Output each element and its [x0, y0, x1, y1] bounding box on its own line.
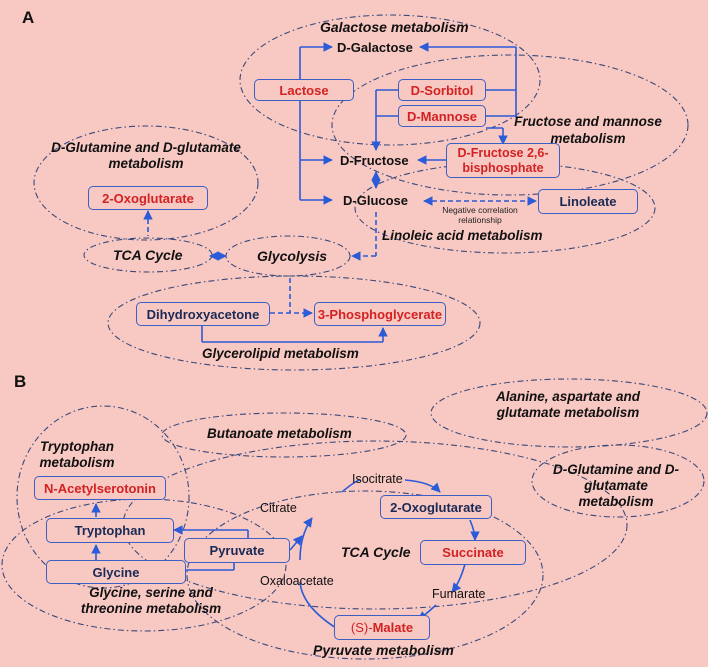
pyruvate-metabolism-ellipse [186, 490, 544, 660]
d-glutamine-metabolism-label-a: D-Glutamine and D-glutamate metabolism [51, 140, 241, 171]
malate-label: Malate [372, 620, 414, 635]
fructose-mannose-metabolism-ellipse [331, 54, 689, 196]
glycine-box: Glycine [46, 560, 186, 584]
galactose-metabolism-ellipse [239, 14, 541, 146]
alanine-metabolism-ellipse [430, 378, 708, 448]
alanine-metabolism-label: Alanine, aspartate and glutamate metabol… [495, 389, 641, 420]
d-glutamine-metabolism-ellipse-a [33, 125, 259, 241]
panel-b-label: B [14, 372, 27, 391]
tca-cycle-label-a: TCA Cycle [113, 247, 183, 263]
linoleic-acid-metabolism-ellipse [354, 162, 656, 254]
tca-cycle-label-b: TCA Cycle [341, 544, 411, 560]
malate-prefix: (S)- [350, 620, 373, 635]
pyruvate-metabolism-label: Pyruvate metabolism [313, 642, 454, 658]
tryptophan-metabolism-ellipse [16, 405, 190, 589]
glycine-serine-metabolism-ellipse [1, 498, 287, 632]
glycolysis-label: Glycolysis [257, 248, 328, 264]
glycine-serine-metabolism-label: Glycine, serine and threonine metabolism [80, 585, 222, 616]
tryptophan-box: Tryptophan [46, 518, 174, 543]
d-galactose-node: D-Galactose [337, 40, 413, 55]
d-glutamine-metabolism-ellipse-b [531, 444, 705, 518]
d-glutamine-metabolism-label-b: D-Glutamine and D-glutamate metabolism [552, 462, 679, 509]
butanoate-metabolism-ellipse [161, 412, 407, 458]
d-sorbitol-box: D-Sorbitol [398, 79, 486, 101]
glycerolipid-metabolism-label: Glycerolipid metabolism [202, 346, 359, 361]
oxaloacetate-node: Oxaloacetate [260, 574, 334, 588]
fructose-mannose-metabolism-label: Fructose and mannose metabolism [514, 114, 662, 146]
negative-correlation-note: Negative correlation relationship [442, 205, 518, 225]
tryptophan-metabolism-label: Tryptophan metabolism [39, 439, 115, 470]
butanoate-metabolism-label: Butanoate metabolism [207, 426, 352, 441]
citrate-node: Citrate [260, 501, 297, 515]
two-oxoglutarate-box-b: 2-Oxoglutarate [380, 495, 492, 519]
linoleate-box: Linoleate [538, 189, 638, 214]
malate-box: (S)-Malate [334, 615, 430, 640]
lactose-box: Lactose [254, 79, 354, 101]
fumarate-node: Fumarate [432, 587, 486, 601]
n-acetylserotonin-box: N-Acetylserotonin [34, 476, 166, 500]
tca-cycle-ellipse-b [122, 440, 628, 610]
panel-a-label: A [22, 8, 35, 27]
succinate-box: Succinate [420, 540, 526, 565]
pyruvate-box: Pyruvate [184, 538, 290, 563]
glycerolipid-metabolism-ellipse [107, 275, 481, 371]
galactose-metabolism-label: Galactose metabolism [320, 19, 469, 35]
d-fructose-26-bisphosphate-box: D-Fructose 2,6-bisphosphate [446, 143, 560, 178]
d-fructose-node: D-Fructose [340, 153, 409, 168]
dihydroxyacetone-box: Dihydroxyacetone [136, 302, 270, 326]
linoleic-acid-metabolism-label: Linoleic acid metabolism [382, 228, 543, 243]
three-phosphoglycerate-box: 3-Phosphoglycerate [314, 302, 446, 326]
d-mannose-box: D-Mannose [398, 105, 486, 127]
two-oxoglutarate-box-a: 2-Oxoglutarate [88, 186, 208, 210]
isocitrate-node: Isocitrate [352, 472, 403, 486]
d-glucose-node: D-Glucose [343, 193, 409, 208]
